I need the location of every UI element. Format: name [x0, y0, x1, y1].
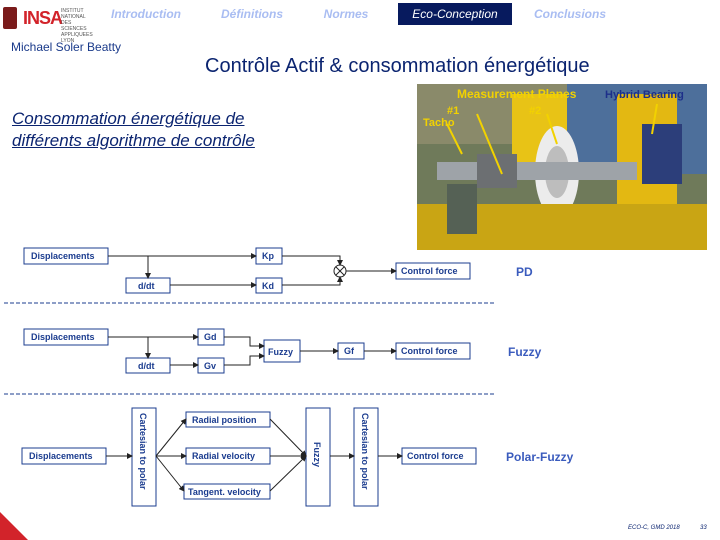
- test-rig-photo: Measurement Planes #1 #2 Tacho Hybrid Be…: [417, 84, 707, 250]
- fuzzy-block: Displacements Gd d/dt Gv Fuzzy Gf Contro…: [24, 329, 542, 373]
- polar-fuzzy: Fuzzy: [312, 442, 322, 467]
- fuzzy-gd: Gd: [204, 332, 217, 342]
- pd-displacements: Displacements: [31, 251, 95, 261]
- page-title: Contrôle Actif & consommation énergétiqu…: [205, 55, 590, 78]
- tab-introduction[interactable]: Introduction: [108, 3, 184, 25]
- photo-label-bearing: Hybrid Bearing: [605, 89, 684, 101]
- polar-cart-to-polar-1: Cartesian to polar: [138, 413, 148, 490]
- photo-label-1: #1: [447, 105, 459, 117]
- footer-triangle: [0, 512, 28, 540]
- fuzzy-control-force: Control force: [401, 346, 458, 356]
- tab-definitions[interactable]: Définitions: [214, 3, 290, 25]
- tab-normes[interactable]: Normes: [308, 3, 384, 25]
- pd-label: PD: [516, 265, 533, 279]
- control-diagram: Displacements Kp d/dt Kd Control force P…: [0, 240, 720, 540]
- photo-label-tacho: Tacho: [423, 117, 455, 129]
- pd-kp: Kp: [262, 251, 274, 261]
- polar-fuzzy-block: Displacements Cartesian to polar Radial …: [22, 408, 574, 506]
- polar-radial-velocity: Radial velocity: [192, 451, 255, 461]
- logo-subtitle: INSTITUT NATIONAL DES SCIENCES APPLIQUEE…: [61, 8, 91, 44]
- tab-eco-conception[interactable]: Eco-Conception: [398, 3, 512, 25]
- fuzzy-ddt: d/dt: [138, 361, 155, 371]
- polar-fuzzy-label: Polar-Fuzzy: [506, 450, 574, 464]
- fuzzy-fuzzy: Fuzzy: [268, 347, 293, 357]
- polar-tangent-velocity: Tangent. velocity: [188, 487, 261, 497]
- pd-block: Displacements Kp d/dt Kd Control force P…: [24, 248, 533, 293]
- footer-text: ECO-C, GMD 2018: [628, 525, 680, 531]
- polar-radial-position: Radial position: [192, 415, 257, 425]
- fuzzy-gf: Gf: [344, 346, 355, 356]
- page-number: 33: [700, 525, 707, 531]
- slide-subtitle: Consommation énergétique de différents a…: [12, 108, 352, 152]
- fuzzy-gv: Gv: [204, 361, 216, 371]
- author-name: Michael Soler Beatty: [11, 40, 121, 54]
- polar-displacements: Displacements: [29, 451, 93, 461]
- pd-control-force: Control force: [401, 266, 458, 276]
- fuzzy-displacements: Displacements: [31, 332, 95, 342]
- photo-label-planes: Measurement Planes: [457, 87, 577, 101]
- subtitle-line-1: Consommation énergétique de: [12, 108, 352, 130]
- crest-icon: [3, 7, 17, 29]
- photo-label-2: #2: [529, 105, 541, 117]
- subtitle-line-2: différents algorithme de contrôle: [12, 130, 352, 152]
- insa-logo: INSA INSTITUT NATIONAL DES SCIENCES APPL…: [3, 5, 93, 33]
- polar-cart-to-polar-2: Cartesian to polar: [360, 413, 370, 490]
- pd-ddt: d/dt: [138, 281, 155, 291]
- tab-conclusions[interactable]: Conclusions: [528, 3, 612, 25]
- pd-kd: Kd: [262, 281, 274, 291]
- polar-control-force: Control force: [407, 451, 464, 461]
- fuzzy-label: Fuzzy: [508, 345, 542, 359]
- logo-brand: INSA: [23, 8, 62, 29]
